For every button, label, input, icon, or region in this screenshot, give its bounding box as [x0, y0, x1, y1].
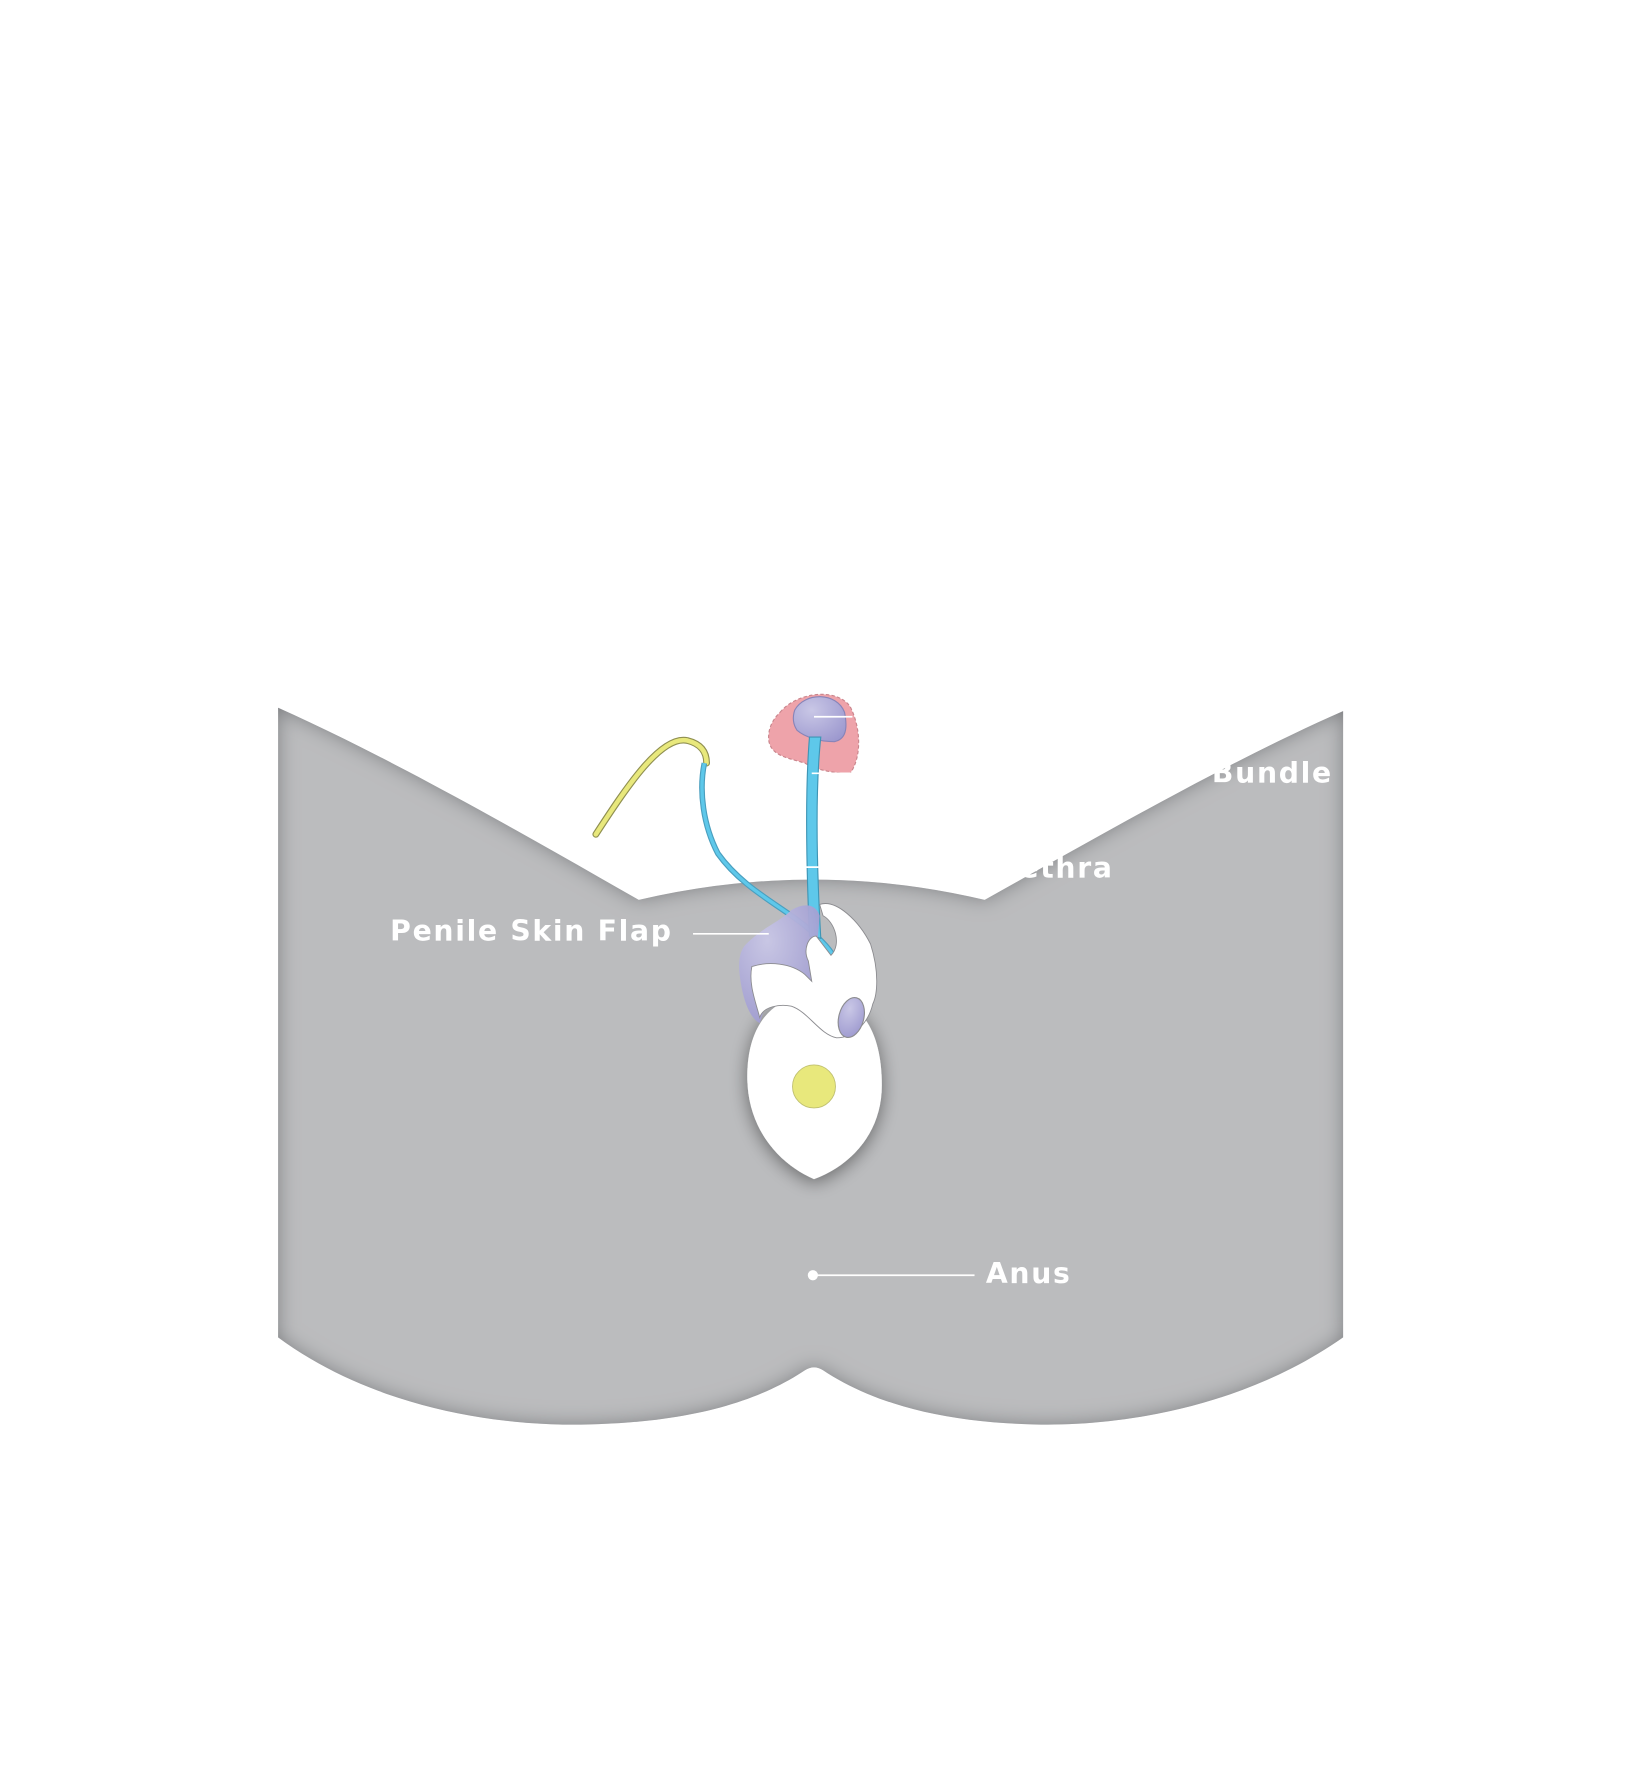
yellow-tube	[592, 736, 710, 838]
purple-cap	[792, 696, 847, 743]
label-penile-skin-flap: Penile Skin Flap	[390, 915, 673, 948]
yellow-marker	[792, 1064, 836, 1109]
hole	[837, 997, 865, 1038]
label-urethra: Urethra	[979, 851, 1114, 884]
label-neurovascular-bundle: Neurovascular Bundle	[948, 756, 1333, 789]
urethra	[805, 736, 822, 940]
label-anus: Anus	[986, 1257, 1072, 1290]
